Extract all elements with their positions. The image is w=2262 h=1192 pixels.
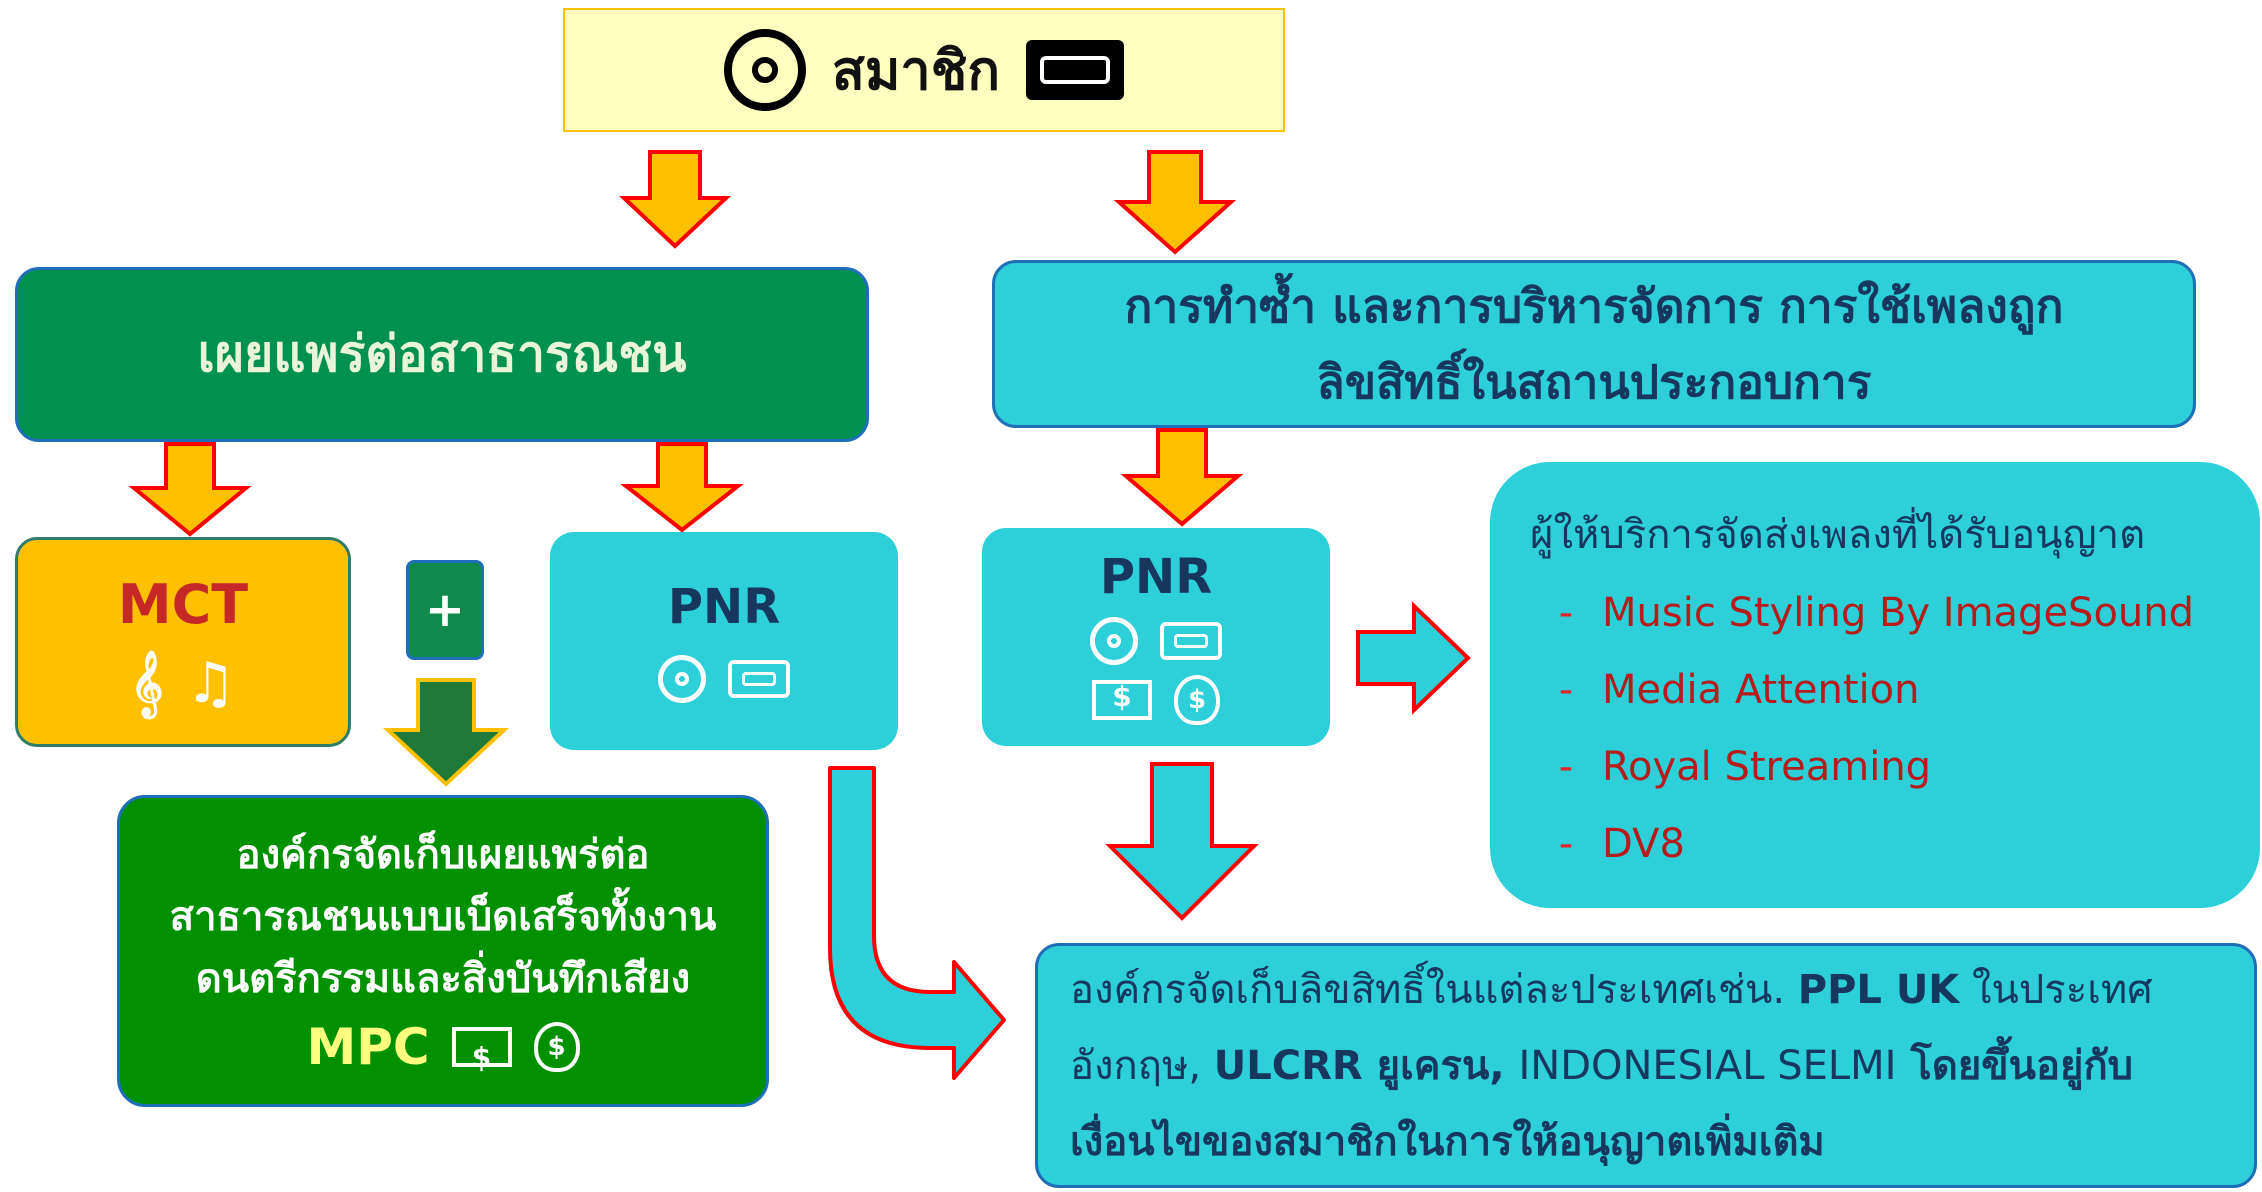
provider-item: - DV8 xyxy=(1530,805,1685,882)
provider-item: - Royal Streaming xyxy=(1530,728,1931,805)
providers-box: ผู้ให้บริการจัดส่งเพลงที่ได้รับอนุญาต - … xyxy=(1490,462,2260,908)
pnr-right-icons-row2: $ xyxy=(1092,675,1220,725)
mpc-row: MPC $ xyxy=(306,1016,580,1089)
provider-item: - Music Styling By ImageSound xyxy=(1530,574,2194,651)
money-icon xyxy=(1092,680,1152,720)
public-broadcast-label: เผยแพร่ต่อสาธารณชน xyxy=(197,325,687,383)
international-text: โดยขึ้นอยู่กับ xyxy=(1896,1042,2134,1089)
mpc-box: องค์กรจัดเก็บเผยแพร่ต่อ สาธารณชนแบบเบ็ดเ… xyxy=(117,795,769,1107)
arrow-down-1 xyxy=(618,150,732,249)
pnr-left-box: PNR xyxy=(550,532,898,750)
mpc-line2: สาธารณชนแบบเบ็ดเสร็จทั้งงาน xyxy=(169,894,717,940)
international-text: อังกฤษ, xyxy=(1070,1042,1214,1089)
bullet-dash: - xyxy=(1558,589,1574,636)
arrow-down-2 xyxy=(1113,150,1237,255)
member-box: สมาชิก xyxy=(563,8,1285,132)
reproduction-box: การทำซ้ำ และการบริหารจัดการ การใช้เพลงถู… xyxy=(992,260,2196,428)
public-broadcast-box: เผยแพร่ต่อสาธารณชน xyxy=(15,267,869,442)
provider-name: DV8 xyxy=(1602,820,1685,867)
bullet-dash: - xyxy=(1558,820,1574,867)
bullet-dash: - xyxy=(1558,666,1574,713)
providers-title: ผู้ให้บริการจัดส่งเพลงที่ได้รับอนุญาต xyxy=(1530,512,2146,558)
plus-label: + xyxy=(424,582,466,638)
provider-name: Media Attention xyxy=(1602,666,1920,713)
pnr-left-label: PNR xyxy=(667,579,781,635)
cd-icon xyxy=(723,29,806,111)
music-score-icon: 𝄞 xyxy=(130,650,164,716)
international-line1: องค์กรจัดเก็บลิขสิทธิ์ในแต่ละประเทศเช่น.… xyxy=(1070,952,2153,1028)
mct-icons: 𝄞 ♫ xyxy=(130,650,236,716)
money-bag-icon: $ xyxy=(533,1022,580,1072)
international-text: องค์กรจัดเก็บลิขสิทธิ์ในแต่ละประเทศเช่น. xyxy=(1070,966,1798,1013)
member-label: สมาชิก xyxy=(831,39,1001,102)
arrow-right-cyan xyxy=(1356,601,1471,715)
cd-icon xyxy=(1090,617,1138,665)
mpc-label: MPC xyxy=(306,1018,430,1076)
mct-label: MCT xyxy=(117,572,249,636)
cassette-tape-icon xyxy=(1160,622,1222,660)
provider-name: Music Styling By ImageSound xyxy=(1602,589,2195,636)
international-org: PPL UK xyxy=(1797,966,1960,1013)
international-org: INDONESIAL SELMI xyxy=(1518,1042,1897,1089)
cd-icon xyxy=(658,655,706,703)
arrow-down-5 xyxy=(1120,428,1244,527)
international-org: ULCRR ยูเครน, xyxy=(1213,1042,1519,1089)
mpc-line1: องค์กรจัดเก็บเผยแพร่ต่อ xyxy=(236,832,650,878)
arrow-down-3 xyxy=(128,442,252,537)
cassette-tape-icon xyxy=(728,660,790,698)
mpc-line3: ดนตรีกรรมและสิ่งบันทึกเสียง xyxy=(195,956,691,1002)
provider-item: - Media Attention xyxy=(1530,651,1920,728)
pnr-left-icons xyxy=(658,655,790,703)
pnr-right-label: PNR xyxy=(1099,549,1213,605)
international-line3: เงื่อนไขของสมาชิกในการให้อนุญาตเพิ่มเติม xyxy=(1070,1118,1825,1165)
arrow-down-green xyxy=(382,678,510,787)
cassette-tape-icon xyxy=(1026,40,1125,100)
pnr-right-icons-row1 xyxy=(1090,617,1222,665)
arrow-down-cyan xyxy=(1105,762,1259,921)
international-text: ในประเทศ xyxy=(1959,966,2153,1013)
provider-name: Royal Streaming xyxy=(1602,743,1932,790)
reproduction-line2: ลิขสิทธิ์ในสถานประกอบการ xyxy=(1316,355,1872,409)
bullet-dash: - xyxy=(1558,743,1574,790)
arrow-down-4 xyxy=(620,442,744,533)
arrow-curved-cyan xyxy=(828,766,1006,1080)
money-icon xyxy=(451,1027,512,1089)
international-box: องค์กรจัดเก็บลิขสิทธิ์ในแต่ละประเทศเช่น.… xyxy=(1035,943,2257,1188)
international-line2: อังกฤษ, ULCRR ยูเครน, INDONESIAL SELMI โ… xyxy=(1070,1028,2133,1104)
plus-box: + xyxy=(406,560,484,660)
reproduction-line1: การทำซ้ำ และการบริหารจัดการ การใช้เพลงถู… xyxy=(1124,279,2064,333)
music-notes-icon: ♫ xyxy=(185,650,236,716)
money-bag-icon: $ xyxy=(1174,675,1220,725)
pnr-right-box: PNR $ xyxy=(982,528,1330,746)
mct-box: MCT 𝄞 ♫ xyxy=(15,537,351,747)
